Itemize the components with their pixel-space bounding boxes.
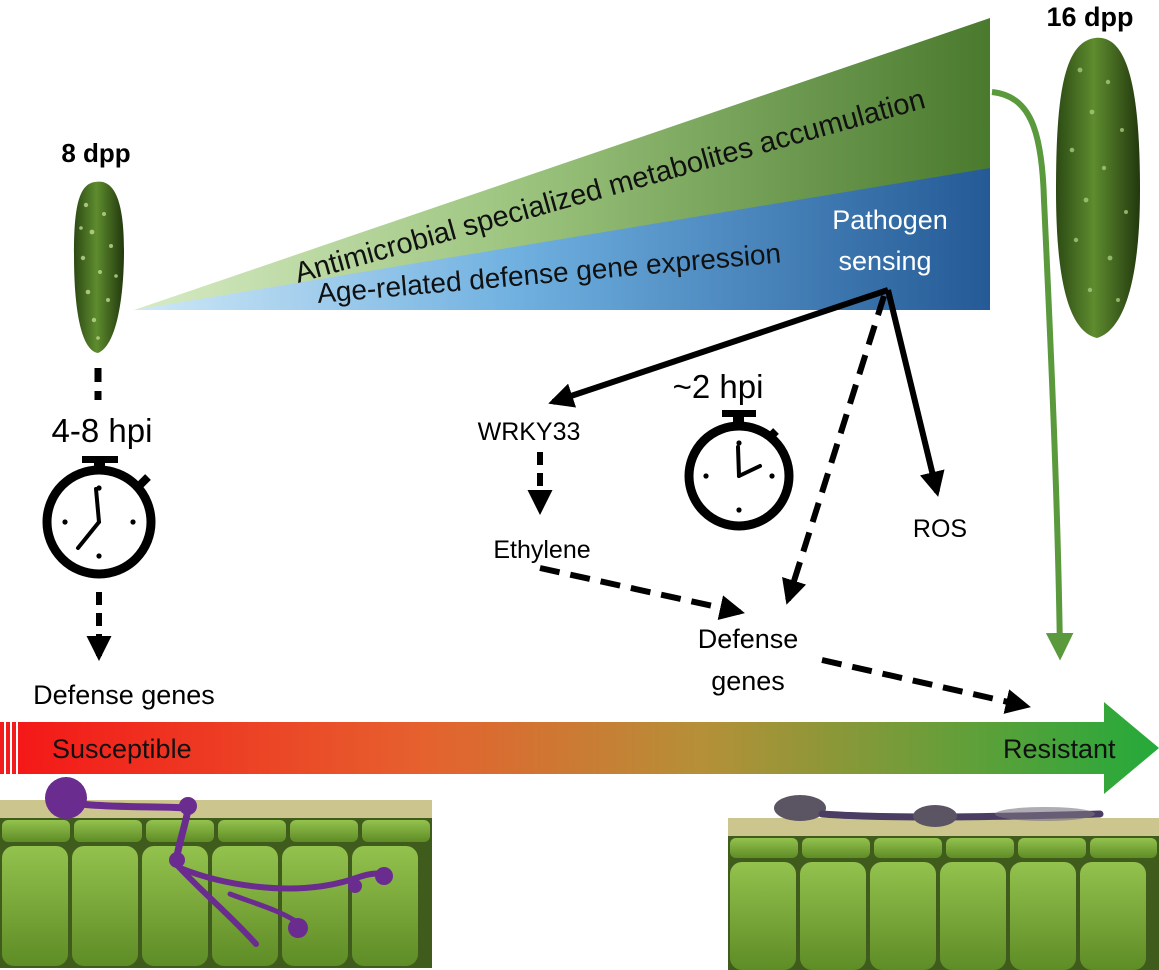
resistant-tissue	[728, 818, 1159, 970]
ethylene-to-defense-arrow	[539, 565, 745, 620]
resistance-gradient-bar	[0, 702, 1159, 794]
young-age-label: 8 dpp	[61, 138, 130, 168]
metabolites-wedge	[134, 18, 990, 310]
arrow-to-ros	[885, 289, 945, 497]
mature-cucumber	[1056, 37, 1140, 338]
mature-age-label: 16 dpp	[1046, 2, 1133, 32]
stopwatch-right-icon	[684, 410, 794, 531]
left-time-label: 4-8 hpi	[52, 412, 153, 449]
defense-to-resistant-arrow	[821, 657, 1031, 714]
fungal-hyphae-invading	[45, 777, 393, 947]
wrky33-label: WRKY33	[478, 418, 581, 446]
pathogen-label-line1: Pathogen	[832, 205, 948, 235]
pathogen-label-line2: sensing	[838, 246, 931, 276]
stopwatch-left-icon	[42, 456, 156, 579]
arrow-to-wrky33	[548, 287, 889, 408]
susceptible-label: Susceptible	[52, 734, 192, 764]
defense-expression-wedge	[134, 168, 990, 310]
metabolite-resistance-arrow	[991, 89, 1074, 661]
right-defense-genes-line2: genes	[711, 666, 785, 696]
fungal-hyphae-arrested	[774, 795, 1104, 827]
right-time-label: ~2 hpi	[673, 368, 764, 405]
ros-label: ROS	[913, 515, 967, 543]
ethylene-label: Ethylene	[493, 536, 590, 564]
right-defense-genes-line1: Defense	[698, 624, 799, 654]
resistant-label: Resistant	[1003, 734, 1116, 764]
young-cucumber	[74, 181, 124, 353]
susceptible-tissue	[0, 800, 432, 968]
dashed-arrow-to-defense-genes	[782, 295, 887, 605]
left-defense-genes-label: Defense genes	[33, 680, 215, 710]
